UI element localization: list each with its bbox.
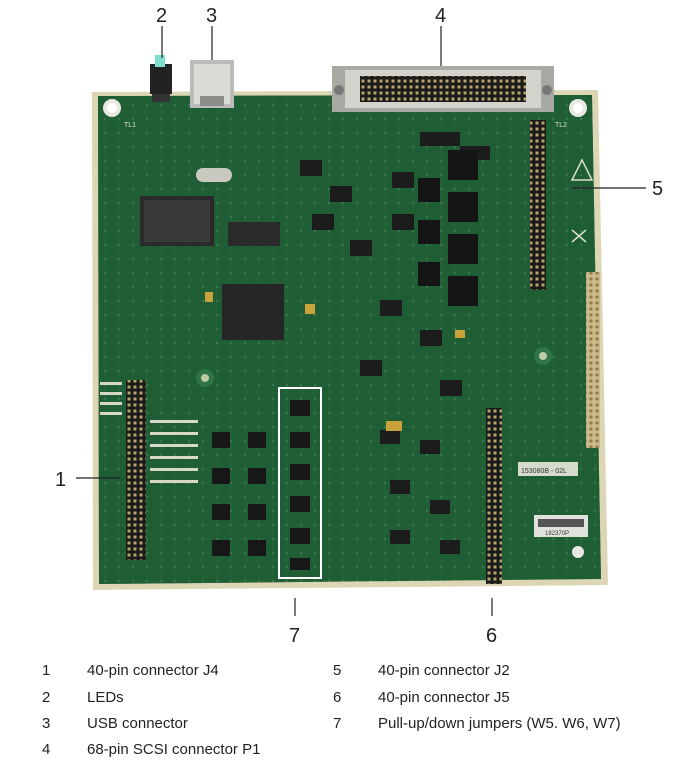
tl2-marking: TL2 [555,122,567,129]
circuit-board-diagram: TL1 TL2 [55,5,663,647]
legend-label: USB connector [87,715,188,732]
sticker-top-text: 153080B - 02L [521,468,567,475]
callout-number-1: 1 [55,469,66,491]
callout-numbers: 1 2 3 4 5 6 7 [55,5,663,647]
usb-connector [190,60,234,108]
legend-label: 68-pin SCSI connector P1 [87,741,261,758]
callout-number-4: 4 [435,5,446,27]
board-sticker: 153080B - 02L 182370P [518,462,588,537]
capacitors [205,292,465,431]
callout-number-2: 2 [156,5,167,27]
leader-lines [76,26,646,616]
logic-chip-column [418,150,478,306]
legend-label: 40-pin connector J5 [378,689,510,706]
callout-number-5: 5 [652,178,663,200]
mounting-holes [103,99,587,558]
callout-number-3: 3 [206,5,217,27]
legend-number: 7 [333,715,342,732]
connector-j2 [530,120,546,290]
legend-number: 3 [42,715,51,732]
sticker-bottom-text: 182370P [545,531,569,537]
legend-number: 6 [333,689,342,706]
callout-number-6: 6 [486,625,497,647]
legend-label: LEDs [87,689,124,706]
scsi-connector [332,66,554,112]
right-pin-header [586,272,600,448]
jumper-highlight-box [278,387,322,579]
tl1-marking: TL1 [124,122,136,129]
legend-number: 4 [42,741,51,758]
legend-number: 5 [333,662,342,679]
legend-number: 1 [42,662,51,679]
resistor-rows [100,382,198,483]
callout-number-7: 7 [289,625,300,647]
callout-legend: 1 40-pin connector J4 2 LEDs 3 USB conne… [0,652,700,770]
ic-chips [140,168,284,340]
connector-j5 [486,408,502,584]
jumper-chip-grid [212,400,310,570]
legend-label: 40-pin connector J4 [87,662,219,679]
legend-label: 40-pin connector J2 [378,662,510,679]
legend-number: 2 [42,689,51,706]
legend-label: Pull-up/down jumpers (W5. W6, W7) [378,715,621,732]
connector-j4 [126,380,146,560]
led-component [150,55,172,102]
esd-warning-symbol [570,158,594,243]
